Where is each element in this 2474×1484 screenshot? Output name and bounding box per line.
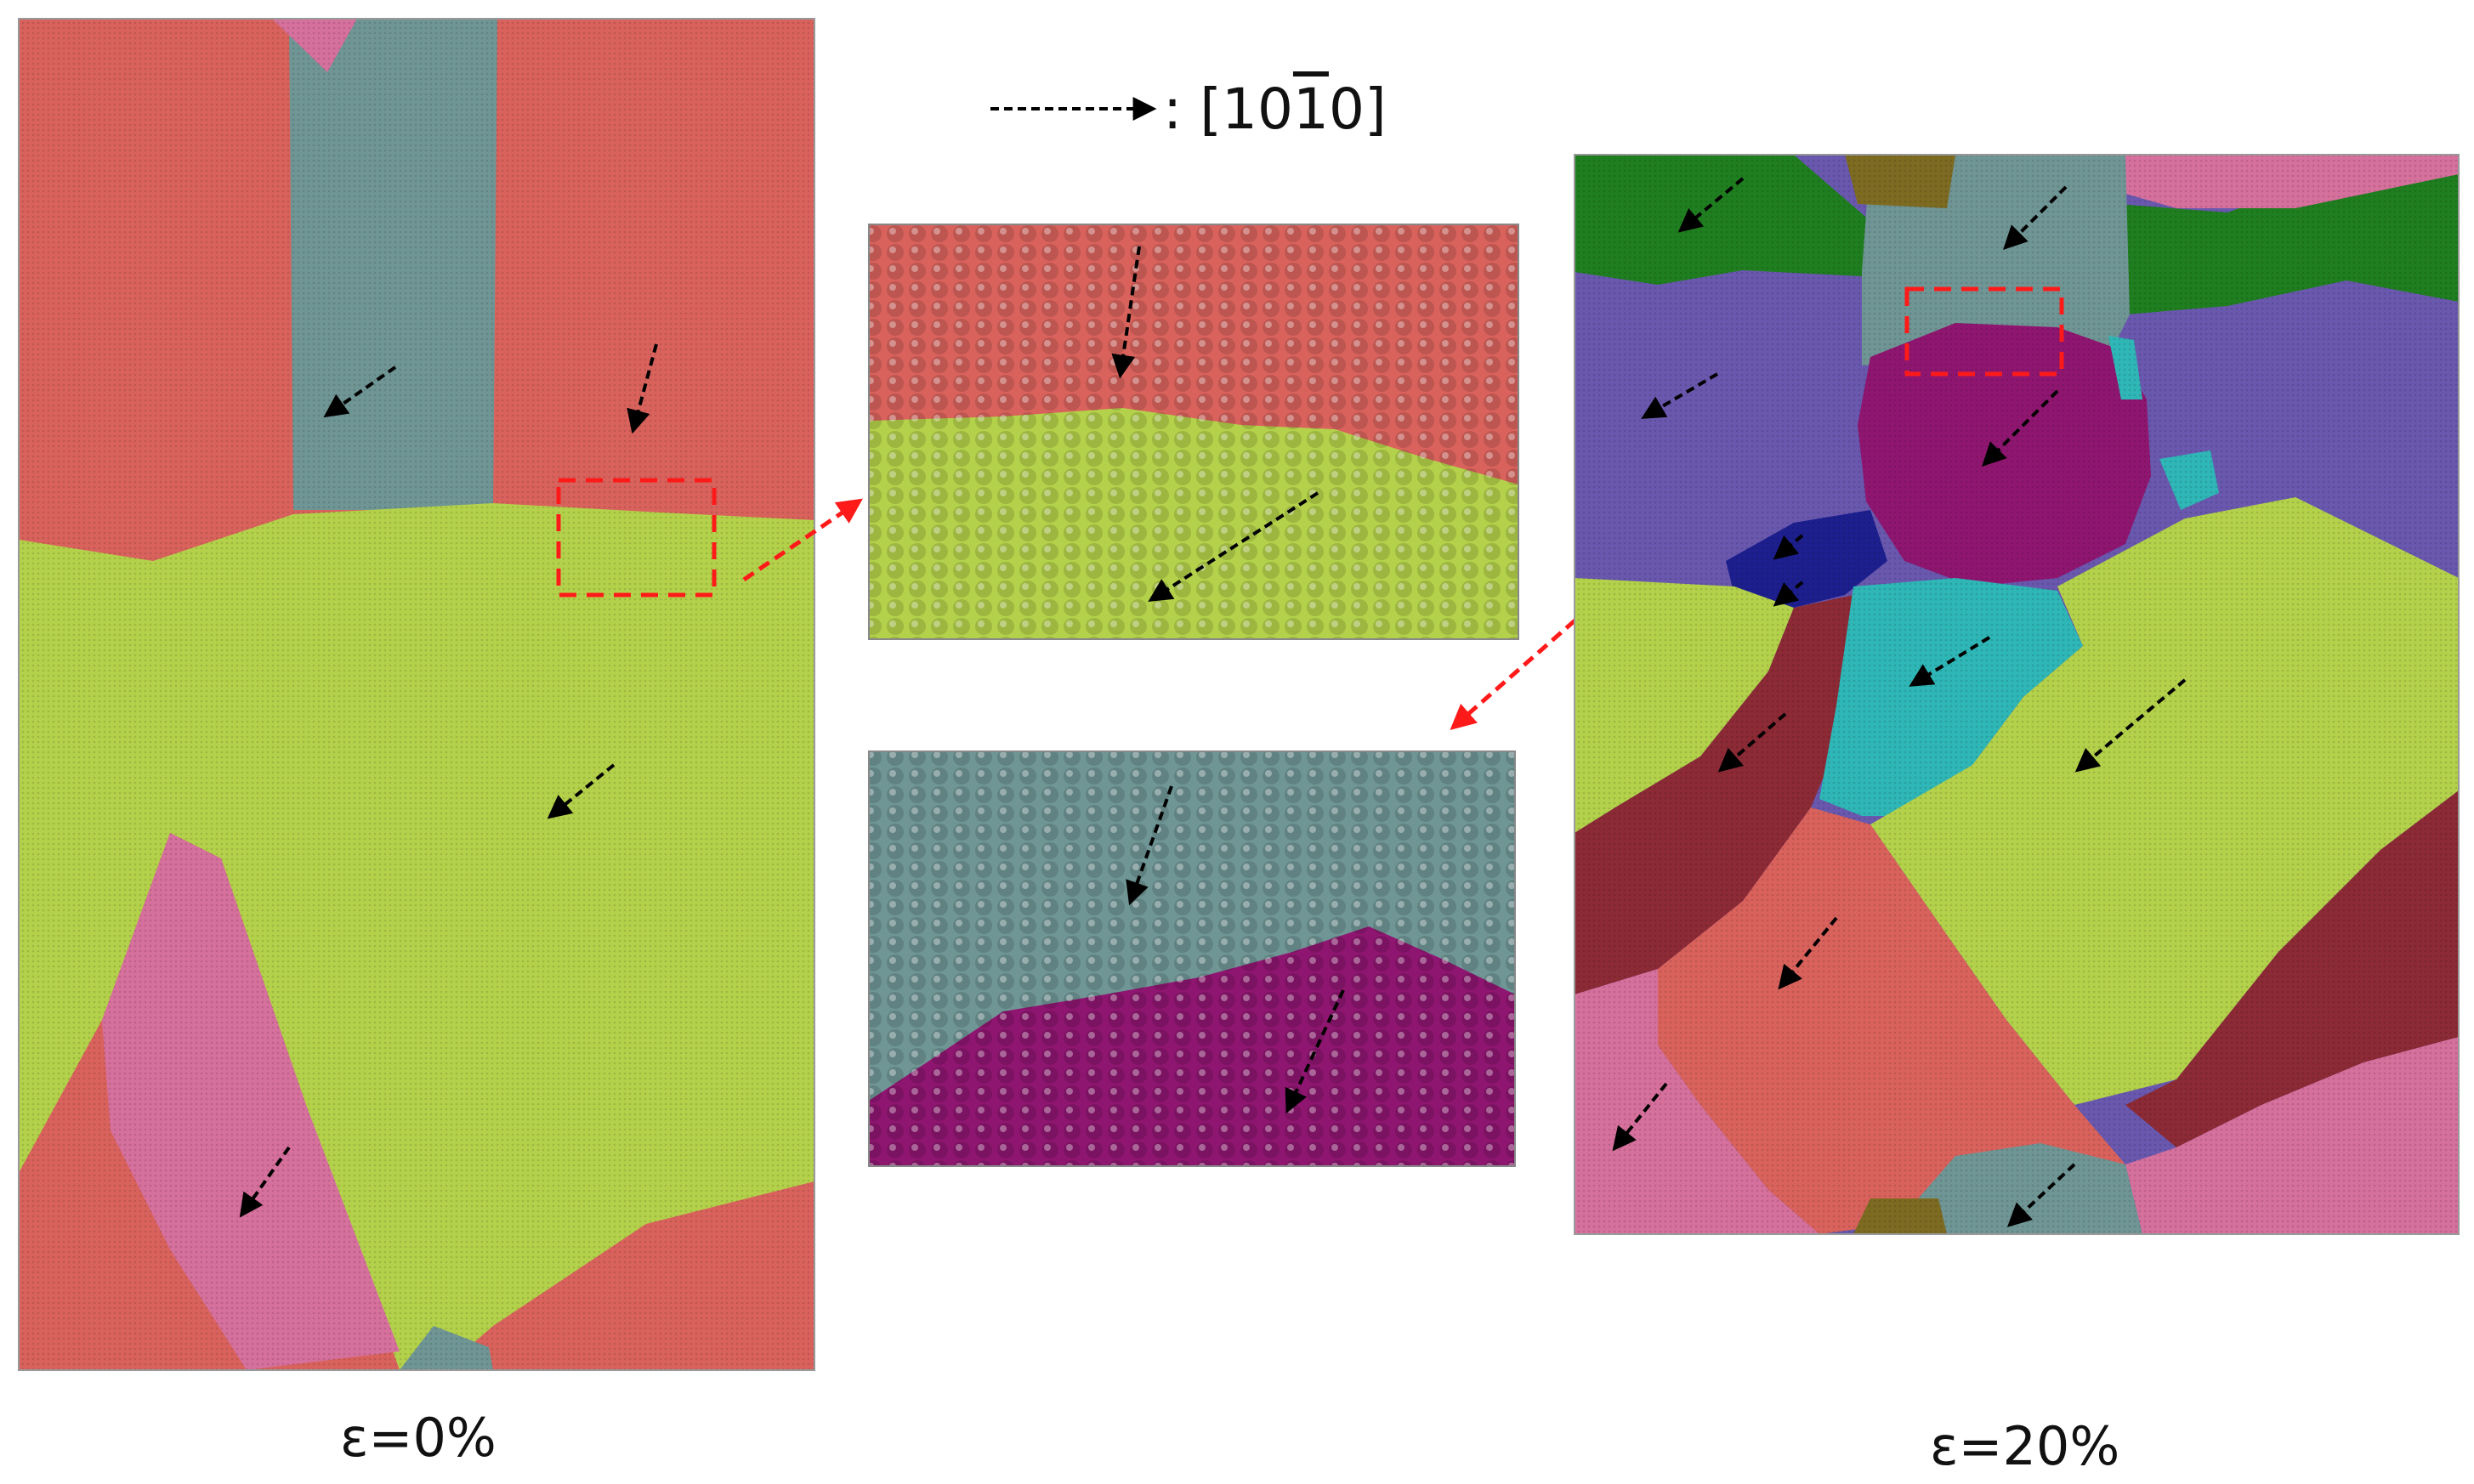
grain-orientation-arrow-icon [1909, 636, 1991, 687]
grain-orientation-arrow-icon [1778, 916, 1838, 990]
zoom-connector-arrow-icon [742, 498, 863, 582]
panel-right-strain-20 [1575, 155, 2459, 1234]
grain-orientation-arrow-icon [2006, 1163, 2076, 1227]
legend-direction-overbar-digit: 1 [1292, 76, 1329, 142]
grain-orientation-arrow-icon [1641, 372, 1719, 419]
zoom-top-border [868, 224, 1519, 640]
grain-orientation-arrow-icon [1126, 785, 1173, 906]
grain-orientation-arrow-icon [1773, 534, 1804, 560]
legend-direction-text: : [10 [1163, 76, 1293, 142]
grain-orientation-arrow-icon [1285, 989, 1345, 1114]
legend-direction-tail: 0] [1328, 76, 1387, 142]
zoom-bottom-border [868, 750, 1516, 1167]
legend-direction-label: : [1010] [1163, 76, 1387, 142]
panel-left-border [18, 18, 815, 1371]
zoom-top-atom-texture [869, 224, 1518, 639]
zoom-panel-bottom [869, 751, 1515, 1166]
grain-orientation-arrow-icon [1612, 1082, 1668, 1152]
grain-orientation-arrow-icon [1982, 389, 2059, 467]
grain-orientation-arrow-icon [1773, 581, 1804, 607]
atom-texture-right [1575, 155, 2459, 1234]
grain-orientation-arrows-left [239, 343, 658, 1218]
grain-orientation-arrow-icon [627, 343, 658, 434]
selection-box-icon-right [1904, 286, 2064, 377]
grain-orientation-arrow-icon [2003, 185, 2068, 250]
grain-orientation-arrow-icon [323, 365, 397, 418]
grain-orientation-arrow-icon [2074, 678, 2187, 773]
atom-texture [19, 19, 814, 1370]
caption-right: ε=20% [1930, 1415, 2120, 1477]
zoom-panel-top [869, 224, 1518, 639]
panel-left-strain-0 [19, 19, 814, 1370]
grain-orientation-arrow-icon [1717, 712, 1787, 773]
grain-orientation-arrow-icon [1111, 246, 1141, 379]
caption-left: ε=0% [340, 1407, 497, 1469]
grain-orientation-arrows-right [1612, 177, 2187, 1227]
zoom-bottom-atom-texture [869, 751, 1515, 1166]
panel-right-border [1574, 154, 2460, 1235]
grain-orientation-arrow-icon [1148, 491, 1319, 603]
